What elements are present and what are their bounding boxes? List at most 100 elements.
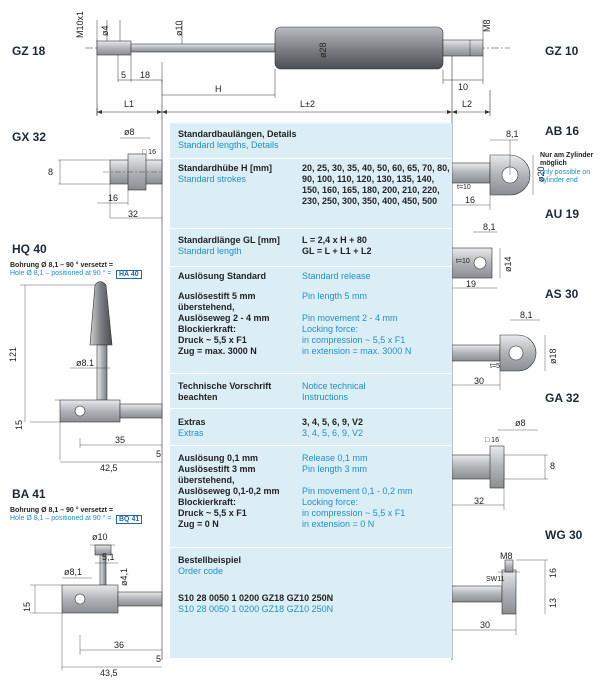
code-gz18: GZ 18: [12, 44, 46, 58]
r01-en6: in compression ~ 5,5 x F1: [302, 508, 406, 518]
panel-row-length: Standardlänge GL [mm]Standard length L =…: [178, 235, 450, 261]
hq40-d81: ø8.1: [76, 358, 95, 368]
strokes-de: Standardhübe H [mm]: [178, 163, 273, 173]
wg30-13: 13: [548, 597, 558, 608]
press-en: in compression ~ 5,5 x F1: [302, 335, 406, 345]
r01-en1: Release 0,1 mm: [302, 453, 368, 463]
length-formula-2: GL = L + L1 + L2: [302, 246, 372, 256]
ba41-badge-wrap: BQ 41: [116, 508, 143, 526]
dim-m8: M8: [482, 19, 492, 32]
wg30-sw: SW11: [486, 576, 505, 583]
tech-en2: Instructions: [302, 392, 349, 402]
panel-row-release-01: Auslösung 0,1 mm Auslösestift 3 mm übers…: [178, 453, 450, 543]
dim-d4: ø4: [100, 25, 110, 36]
ab16-t: t=10: [457, 184, 471, 191]
dim-d28: ø28: [318, 42, 328, 58]
wg30-30: 30: [480, 620, 491, 630]
ba41-badge: BQ 41: [116, 515, 143, 524]
au19-d14: ø14: [503, 256, 513, 272]
gx32-16: 16: [108, 193, 119, 203]
release-en: Standard release: [302, 271, 371, 281]
code-ab16: AB 16: [545, 124, 580, 138]
pull-de: Zug = max. 3000 N: [178, 346, 257, 356]
ab16-16: 16: [465, 195, 476, 205]
gx32-d8: ø8: [124, 127, 135, 137]
lock-de: Blockierkraft:: [178, 324, 237, 334]
code-ba41: BA 41: [12, 487, 46, 501]
tech-en1: Notice technical: [302, 381, 366, 391]
panel-row-strokes: Standardhübe H [mm]Standard strokes 20, …: [178, 163, 450, 225]
hq40-note-en: Hole Ø 8,1 – positioned at 90 ° =: [10, 270, 112, 277]
panel-row-lengths: Standardbaulängen, Details Standard leng…: [178, 129, 450, 151]
wg30-m8: M8: [500, 551, 513, 561]
wg30-16: 16: [548, 567, 558, 578]
r01-de2: Auslösestift 3 mm: [178, 464, 256, 474]
r01-de4: Auslöseweg 0,1-0,2 mm: [178, 486, 280, 496]
as30-d18: ø18: [548, 348, 558, 364]
ba41-d10: ø10: [92, 532, 108, 542]
as30-w: 8,1: [520, 310, 533, 320]
ga32-sq16: □ 16: [485, 437, 499, 444]
ab16-note-en: only possible on cylinder end: [540, 169, 591, 184]
as30-t: t=5: [490, 363, 500, 370]
ab16-w: 8,1: [506, 129, 519, 139]
hq40-121: 121: [8, 346, 18, 362]
hq40-badge-wrap: HA 40: [116, 263, 142, 281]
au19-19: 19: [466, 279, 477, 289]
dim-d10: ø10: [174, 20, 184, 36]
ba41-d81: ø8,1: [64, 567, 83, 577]
lock-en: Locking force:: [302, 324, 359, 334]
dim-l2: L2: [462, 99, 473, 109]
pin5-de: Auslösestift 5 mm: [178, 291, 256, 301]
lengths-en: Standard lengths, Details: [178, 140, 279, 150]
r01-en2: Pin length 3 mm: [302, 464, 368, 474]
ba41-36: 36: [114, 640, 125, 650]
dim-10: 10: [458, 82, 469, 92]
gx32-8: 8: [48, 167, 54, 177]
ba41-51: 5,1: [102, 552, 115, 562]
ba41-5: 5: [156, 654, 162, 664]
code-gz10: GZ 10: [545, 44, 579, 58]
dim-h: H: [215, 84, 222, 94]
r01-de3: überstehend,: [178, 475, 235, 485]
hq40-42: 42,5: [100, 463, 118, 473]
ga32-8: 8: [550, 461, 556, 471]
dim-m10x1: M10x1: [75, 10, 85, 38]
gx32-32: 32: [128, 209, 139, 219]
tech-de1: Technische Vorschrift: [178, 381, 272, 391]
release-de: Auslösung Standard: [178, 271, 267, 281]
au19-w: 8,1: [483, 222, 496, 232]
pin5-de2: überstehend,: [178, 302, 235, 312]
r01-de6: Druck ~ 5,5 x F1: [178, 508, 247, 518]
strokes-values: 20, 25, 30, 35, 40, 50, 60, 65, 70, 80, …: [302, 163, 450, 206]
dim-5: 5: [121, 70, 127, 80]
extras-values: 3, 4, 5, 6, 9, V2: [302, 417, 364, 427]
code-hq40: HQ 40: [12, 242, 47, 256]
ba41-note-de: Bohrung Ø 8,1 – 90 ° versetzt =: [10, 507, 113, 514]
pull-en: in extension = max. 3000 N: [302, 346, 412, 356]
length-de: Standardlänge GL [mm]: [178, 235, 280, 245]
r01-en4: Pin movement 0,1 - 0,2 mm: [302, 486, 413, 496]
code-ga32: GA 32: [545, 391, 580, 405]
order-en: Order code: [178, 566, 224, 576]
dim-l: L±2: [300, 99, 315, 109]
r01-en5: Locking force:: [302, 497, 359, 507]
order-code: S10 28 0050 1 0200 GZ18 GZ10 250N: [178, 593, 334, 603]
spec-panel: Standardbaulängen, Details Standard leng…: [170, 123, 452, 658]
as30-30: 30: [474, 376, 485, 386]
press-de: Druck ~ 5,5 x F1: [178, 335, 247, 345]
code-as30: AS 30: [545, 287, 579, 301]
move-en: Pin movement 2 - 4 mm: [302, 313, 398, 323]
extras-en: Extras: [178, 428, 204, 438]
ba41-d41: ø4,1: [119, 567, 129, 586]
extras-values-en: 3, 4, 5, 6, 9, V2: [302, 428, 364, 438]
code-gx32: GX 32: [12, 130, 47, 144]
r01-de5: Blockierkraft:: [178, 497, 237, 507]
order-code-en: S10 28 0050 1 0200 GZ18 GZ10 250N: [178, 604, 334, 614]
r01-de1: Auslösung 0,1 mm: [178, 453, 259, 463]
code-au19: AU 19: [545, 207, 580, 221]
ga32-32: 32: [474, 496, 485, 506]
